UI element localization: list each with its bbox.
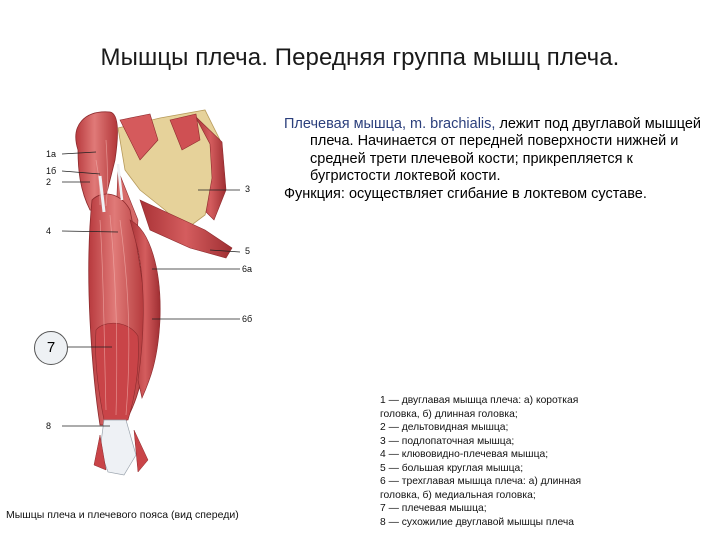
description-text: Плечевая мышца, m. brachialis, лежит под… [284,116,714,203]
legend-line: 4 — клювовидно-плечевая мышца; [380,448,630,462]
label-6b: 6б [242,314,252,324]
legend-line: 7 — плечевая мышца; [380,502,630,516]
label-3: 3 [245,184,250,194]
label-1a: 1а [46,149,56,159]
label-6a: 6а [242,264,252,274]
legend-line: головка, б) медиальная головка; [380,489,630,503]
figure-legend: 1 — двуглавая мышца плеча: а) короткая г… [380,394,630,529]
legend-line: 5 — большая круглая мышца; [380,462,630,476]
legend-line: 8 — сухожилие двуглавой мышцы плеча [380,516,630,530]
legend-line: 3 — подлопаточная мышца; [380,435,630,449]
muscle-term: Плечевая мышца, m. brachialis, [284,116,495,132]
legend-line: 2 — дельтовидная мышца; [380,421,630,435]
label-4: 4 [46,226,51,236]
figure-caption: Мышцы плеча и плечевого пояса (вид спере… [6,509,239,521]
label-5: 5 [245,246,250,256]
arm-muscles-illustration [0,80,300,480]
label-8: 8 [46,421,51,431]
label-7-circle: 7 [34,331,68,365]
label-1b: 1б [46,166,56,176]
legend-line: 1 — двуглавая мышца плеча: а) короткая [380,394,630,408]
description-paragraph-1: Плечевая мышца, m. brachialis, лежит под… [284,116,714,186]
legend-line: головка, б) длинная головка; [380,408,630,422]
slide-title: Мышцы плеча. Передняя группа мышц плеча. [0,44,720,72]
description-paragraph-2: Функция: осуществляет сгибание в локтево… [284,186,714,203]
label-2: 2 [46,177,51,187]
legend-line: 6 — трехглавая мышца плеча: а) длинная [380,475,630,489]
